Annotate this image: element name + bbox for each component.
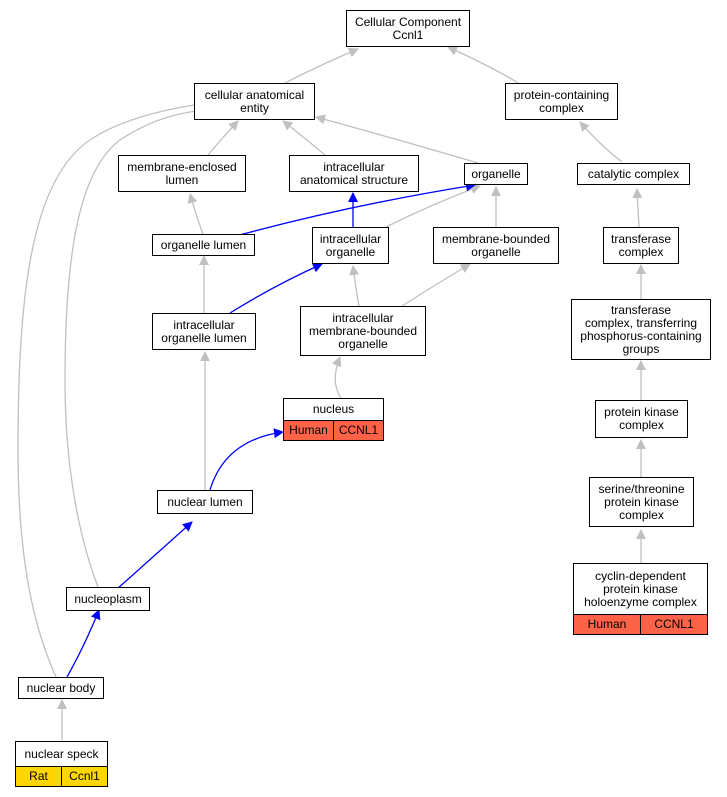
annotation-row: Rat Ccnl1 [16,767,107,786]
intracellular-membrane-bounded-organelle-node[interactable]: intracellular membrane-bounded organelle [300,306,426,356]
node-label: organelle lumen [160,237,247,252]
intracellular-organelle-lumen-node[interactable]: intracellular organelle lumen [152,313,256,350]
edge [282,120,326,156]
node-label: membrane-enclosed lumen [127,159,237,187]
gene-cell: Ccnl1 [61,767,107,786]
edge [447,46,521,85]
transferase-complex-node[interactable]: transferase complex [603,227,679,264]
node-label: serine/threonine protein kinase complex [598,481,685,522]
edge[interactable] [66,609,101,678]
node-label: nucleoplasm [74,591,142,606]
catalytic-complex-node[interactable]: catalytic complex [577,163,690,185]
nucleus-title: nucleus [284,399,383,421]
transferase-complex-phospho-node[interactable]: transferase complex, transferring phosph… [571,299,711,360]
node-label: protein kinase complex [604,405,679,432]
edge [207,120,239,156]
edge[interactable] [116,521,193,590]
edge [17,99,207,678]
node-label: membrane-bounded organelle [441,231,551,259]
serine-threonine-protein-kinase-complex-node[interactable]: serine/threonine protein kinase complex [589,477,694,527]
nucleus-node[interactable]: nucleus Human CCNL1 [283,398,384,441]
node-label: intracellular organelle [319,231,382,259]
nuclear-speck-title: nuclear speck [16,742,107,767]
node-label: catalytic complex [587,166,680,181]
protein-kinase-complex-node[interactable]: protein kinase complex [595,400,688,438]
organelle-node[interactable]: organelle [464,163,528,185]
intracellular-anatomical-structure-node[interactable]: intracellular anatomical structure [289,155,419,192]
edge [332,356,342,399]
edge [284,47,359,84]
edge [579,121,623,163]
edge[interactable] [229,263,323,314]
membrane-enclosed-lumen-node[interactable]: membrane-enclosed lumen [118,155,246,192]
cellular-anatomical-entity-node[interactable]: cellular anatomical entity [194,83,315,120]
edge [187,193,204,235]
edge [401,263,471,307]
node-label: transferase complex [610,231,672,259]
nuclear-speck-node[interactable]: nuclear speck Rat Ccnl1 [15,741,108,787]
node-label: intracellular organelle lumen [161,317,247,345]
node-label: nuclear lumen [167,494,243,509]
annotation-row: Human CCNL1 [284,421,383,440]
node-label: cellular anatomical entity [204,87,305,115]
cyclin-dependent-protein-kinase-holoenzyme-complex-node[interactable]: cyclin-dependent protein kinase holoenzy… [573,563,708,635]
node-label: transferase complex, transferring phosph… [580,302,702,356]
node-label: organelle [471,166,521,181]
edge[interactable] [209,428,284,491]
edge [349,265,360,307]
node-label: nuclear body [26,680,96,695]
annotation-row: Human CCNL1 [574,615,707,634]
gene-cell: CCNL1 [333,421,383,440]
nucleoplasm-node[interactable]: nucleoplasm [66,587,150,611]
node-label: intracellular anatomical structure [299,159,409,187]
nuclear-lumen-node[interactable]: nuclear lumen [157,490,253,514]
cyclin-dependent-title: cyclin-dependent protein kinase holoenzy… [574,564,707,615]
edge [64,105,207,588]
root-node[interactable]: Cellular Component Ccnl1 [346,10,470,47]
nuclear-body-node[interactable]: nuclear body [18,677,104,699]
organelle-lumen-node[interactable]: organelle lumen [152,234,255,256]
intracellular-organelle-node[interactable]: intracellular organelle [312,227,389,264]
protein-containing-complex-node[interactable]: protein-containing complex [505,83,618,120]
node-label: intracellular membrane-bounded organelle [308,310,418,351]
membrane-bounded-organelle-node[interactable]: membrane-bounded organelle [433,227,559,264]
edge [315,114,479,164]
species-cell: Human [574,615,640,634]
species-cell: Rat [16,767,61,786]
gene-cell: CCNL1 [640,615,707,634]
edge [632,188,643,228]
root-node-label: Cellular Component Ccnl1 [354,14,462,42]
species-cell: Human [284,421,333,440]
node-label: protein-containing complex [513,87,610,115]
